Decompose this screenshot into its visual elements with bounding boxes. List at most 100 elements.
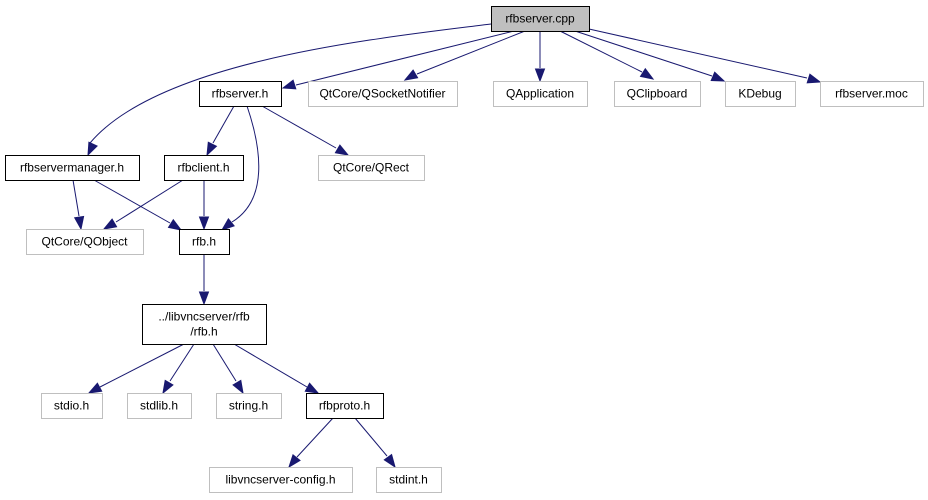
- node-label: rfbservermanager.h: [20, 161, 124, 175]
- arrowhead-icon: [198, 291, 210, 306]
- edge-rfbservermanager-h-to-qobject: [72, 179, 85, 231]
- node-label: QtCore/QObject: [41, 235, 128, 249]
- node-rfb-h[interactable]: rfb.h: [179, 229, 230, 255]
- node-label: KDebug: [738, 87, 781, 101]
- node-rfbserver-cpp[interactable]: rfbserver.cpp: [491, 6, 590, 32]
- node-label: /rfb.h: [190, 325, 217, 339]
- node-label: rfbserver.cpp: [505, 12, 575, 26]
- node-stdlib-h: stdlib.h: [127, 393, 192, 419]
- edge-rfbclient-h-to-rfb-h: [198, 180, 210, 231]
- edge-line: [169, 343, 195, 382]
- edge-line: [72, 179, 80, 217]
- node-box: [127, 393, 192, 419]
- edge-rfbserver-cpp-to-rfbservermanager-h: [87, 23, 492, 157]
- edge-line: [93, 179, 171, 224]
- edge-rfbservermanager-h-to-rfb-h: [93, 179, 183, 231]
- node-box: [26, 229, 144, 255]
- arrowhead-icon: [710, 71, 726, 82]
- arrowhead-icon: [167, 218, 183, 231]
- node-label: rfbclient.h: [177, 161, 229, 175]
- edge-line: [212, 343, 237, 382]
- edge-line: [295, 30, 515, 86]
- node-box: [41, 393, 103, 419]
- edge-rfbserver-cpp-to-qclipboard: [559, 30, 655, 80]
- node-label: ../libvncserver/rfb: [158, 310, 250, 324]
- edge-line: [574, 30, 713, 77]
- arrowhead-icon: [198, 216, 210, 231]
- node-string-h: string.h: [216, 393, 282, 419]
- edge-line: [559, 30, 643, 73]
- node-label: stdlib.h: [140, 399, 178, 413]
- node-kdebug: KDebug: [725, 81, 796, 107]
- node-stdio-h: stdio.h: [41, 393, 103, 419]
- node-box: [209, 467, 353, 493]
- node-qclipboard: QClipboard: [614, 81, 701, 107]
- node-label: stdio.h: [54, 399, 89, 413]
- node-rfbclient-h[interactable]: rfbclient.h: [164, 155, 244, 181]
- edge-line: [296, 417, 334, 458]
- node-qobject: QtCore/QObject: [26, 229, 144, 255]
- arrowhead-icon: [281, 79, 297, 90]
- node-rfbservermanager-h[interactable]: rfbservermanager.h: [5, 155, 140, 181]
- arrowhead-icon: [383, 453, 396, 469]
- arrowhead-icon: [288, 453, 301, 469]
- node-qrect: QtCore/QRect: [318, 155, 425, 181]
- arrowhead-icon: [232, 379, 244, 395]
- edge-line: [416, 30, 526, 75]
- node-rfbproto-h[interactable]: rfbproto.h: [306, 393, 384, 419]
- edge-rfbserver-cpp-to-rfbserver-moc: [588, 28, 822, 84]
- node-box: [493, 81, 588, 107]
- edge-line: [99, 343, 185, 388]
- node-box: [164, 155, 244, 181]
- edge-libvnc-rfb-h-to-rfbproto-h: [233, 343, 320, 394]
- edge-rfbserver-cpp-to-kdebug: [574, 30, 726, 82]
- arrowhead-icon: [73, 215, 85, 231]
- edges-layer: [72, 23, 822, 469]
- arrowhead-icon: [87, 141, 98, 157]
- node-label: QClipboard: [627, 87, 688, 101]
- edge-rfbserver-cpp-to-qsocketnotifier: [403, 30, 526, 81]
- node-label: stdint.h: [389, 473, 428, 487]
- node-label: rfbserver.moc: [835, 87, 908, 101]
- node-label: libvncserver-config.h: [225, 473, 335, 487]
- node-box: [199, 81, 282, 107]
- node-box: [308, 81, 458, 107]
- edge-rfbproto-h-to-libvncserver-config-h: [288, 417, 334, 469]
- arrowhead-icon: [87, 382, 103, 394]
- arrowhead-icon: [403, 69, 419, 81]
- node-label: rfbproto.h: [319, 399, 370, 413]
- node-label: QApplication: [506, 87, 574, 101]
- edge-rfbserver-cpp-to-rfbserver-h: [281, 30, 515, 90]
- edge-libvnc-rfb-h-to-stdio-h: [87, 343, 185, 394]
- edge-libvnc-rfb-h-to-stdlib-h: [162, 343, 195, 395]
- edge-line: [233, 343, 308, 388]
- node-label: QtCore/QRect: [333, 161, 410, 175]
- node-box: [306, 393, 384, 419]
- node-box: [318, 155, 425, 181]
- node-rfbserver-moc: rfbserver.moc: [820, 81, 924, 107]
- node-box: [142, 304, 267, 345]
- arrowhead-icon: [102, 218, 118, 230]
- node-qapplication: QApplication: [493, 81, 588, 107]
- node-box: [179, 229, 230, 255]
- arrowhead-icon: [334, 144, 350, 156]
- node-stdint-h: stdint.h: [376, 467, 442, 493]
- node-label: string.h: [229, 399, 268, 413]
- node-libvnc-rfb-h[interactable]: ../libvncserver/rfb/rfb.h: [142, 304, 267, 345]
- edge-line: [212, 105, 235, 144]
- node-box: [491, 6, 590, 32]
- node-box: [614, 81, 701, 107]
- edge-rfbserver-h-to-rfb-h: [220, 105, 260, 231]
- node-label: rfbserver.h: [212, 87, 269, 101]
- edge-line: [588, 28, 808, 79]
- node-box: [376, 467, 442, 493]
- arrowhead-icon: [806, 73, 822, 84]
- arrowhead-icon: [534, 68, 546, 83]
- node-rfbserver-h[interactable]: rfbserver.h: [199, 81, 282, 107]
- arrowhead-icon: [162, 379, 174, 395]
- arrowhead-icon: [304, 382, 320, 394]
- node-label: rfb.h: [192, 235, 216, 249]
- edge-line: [115, 179, 184, 223]
